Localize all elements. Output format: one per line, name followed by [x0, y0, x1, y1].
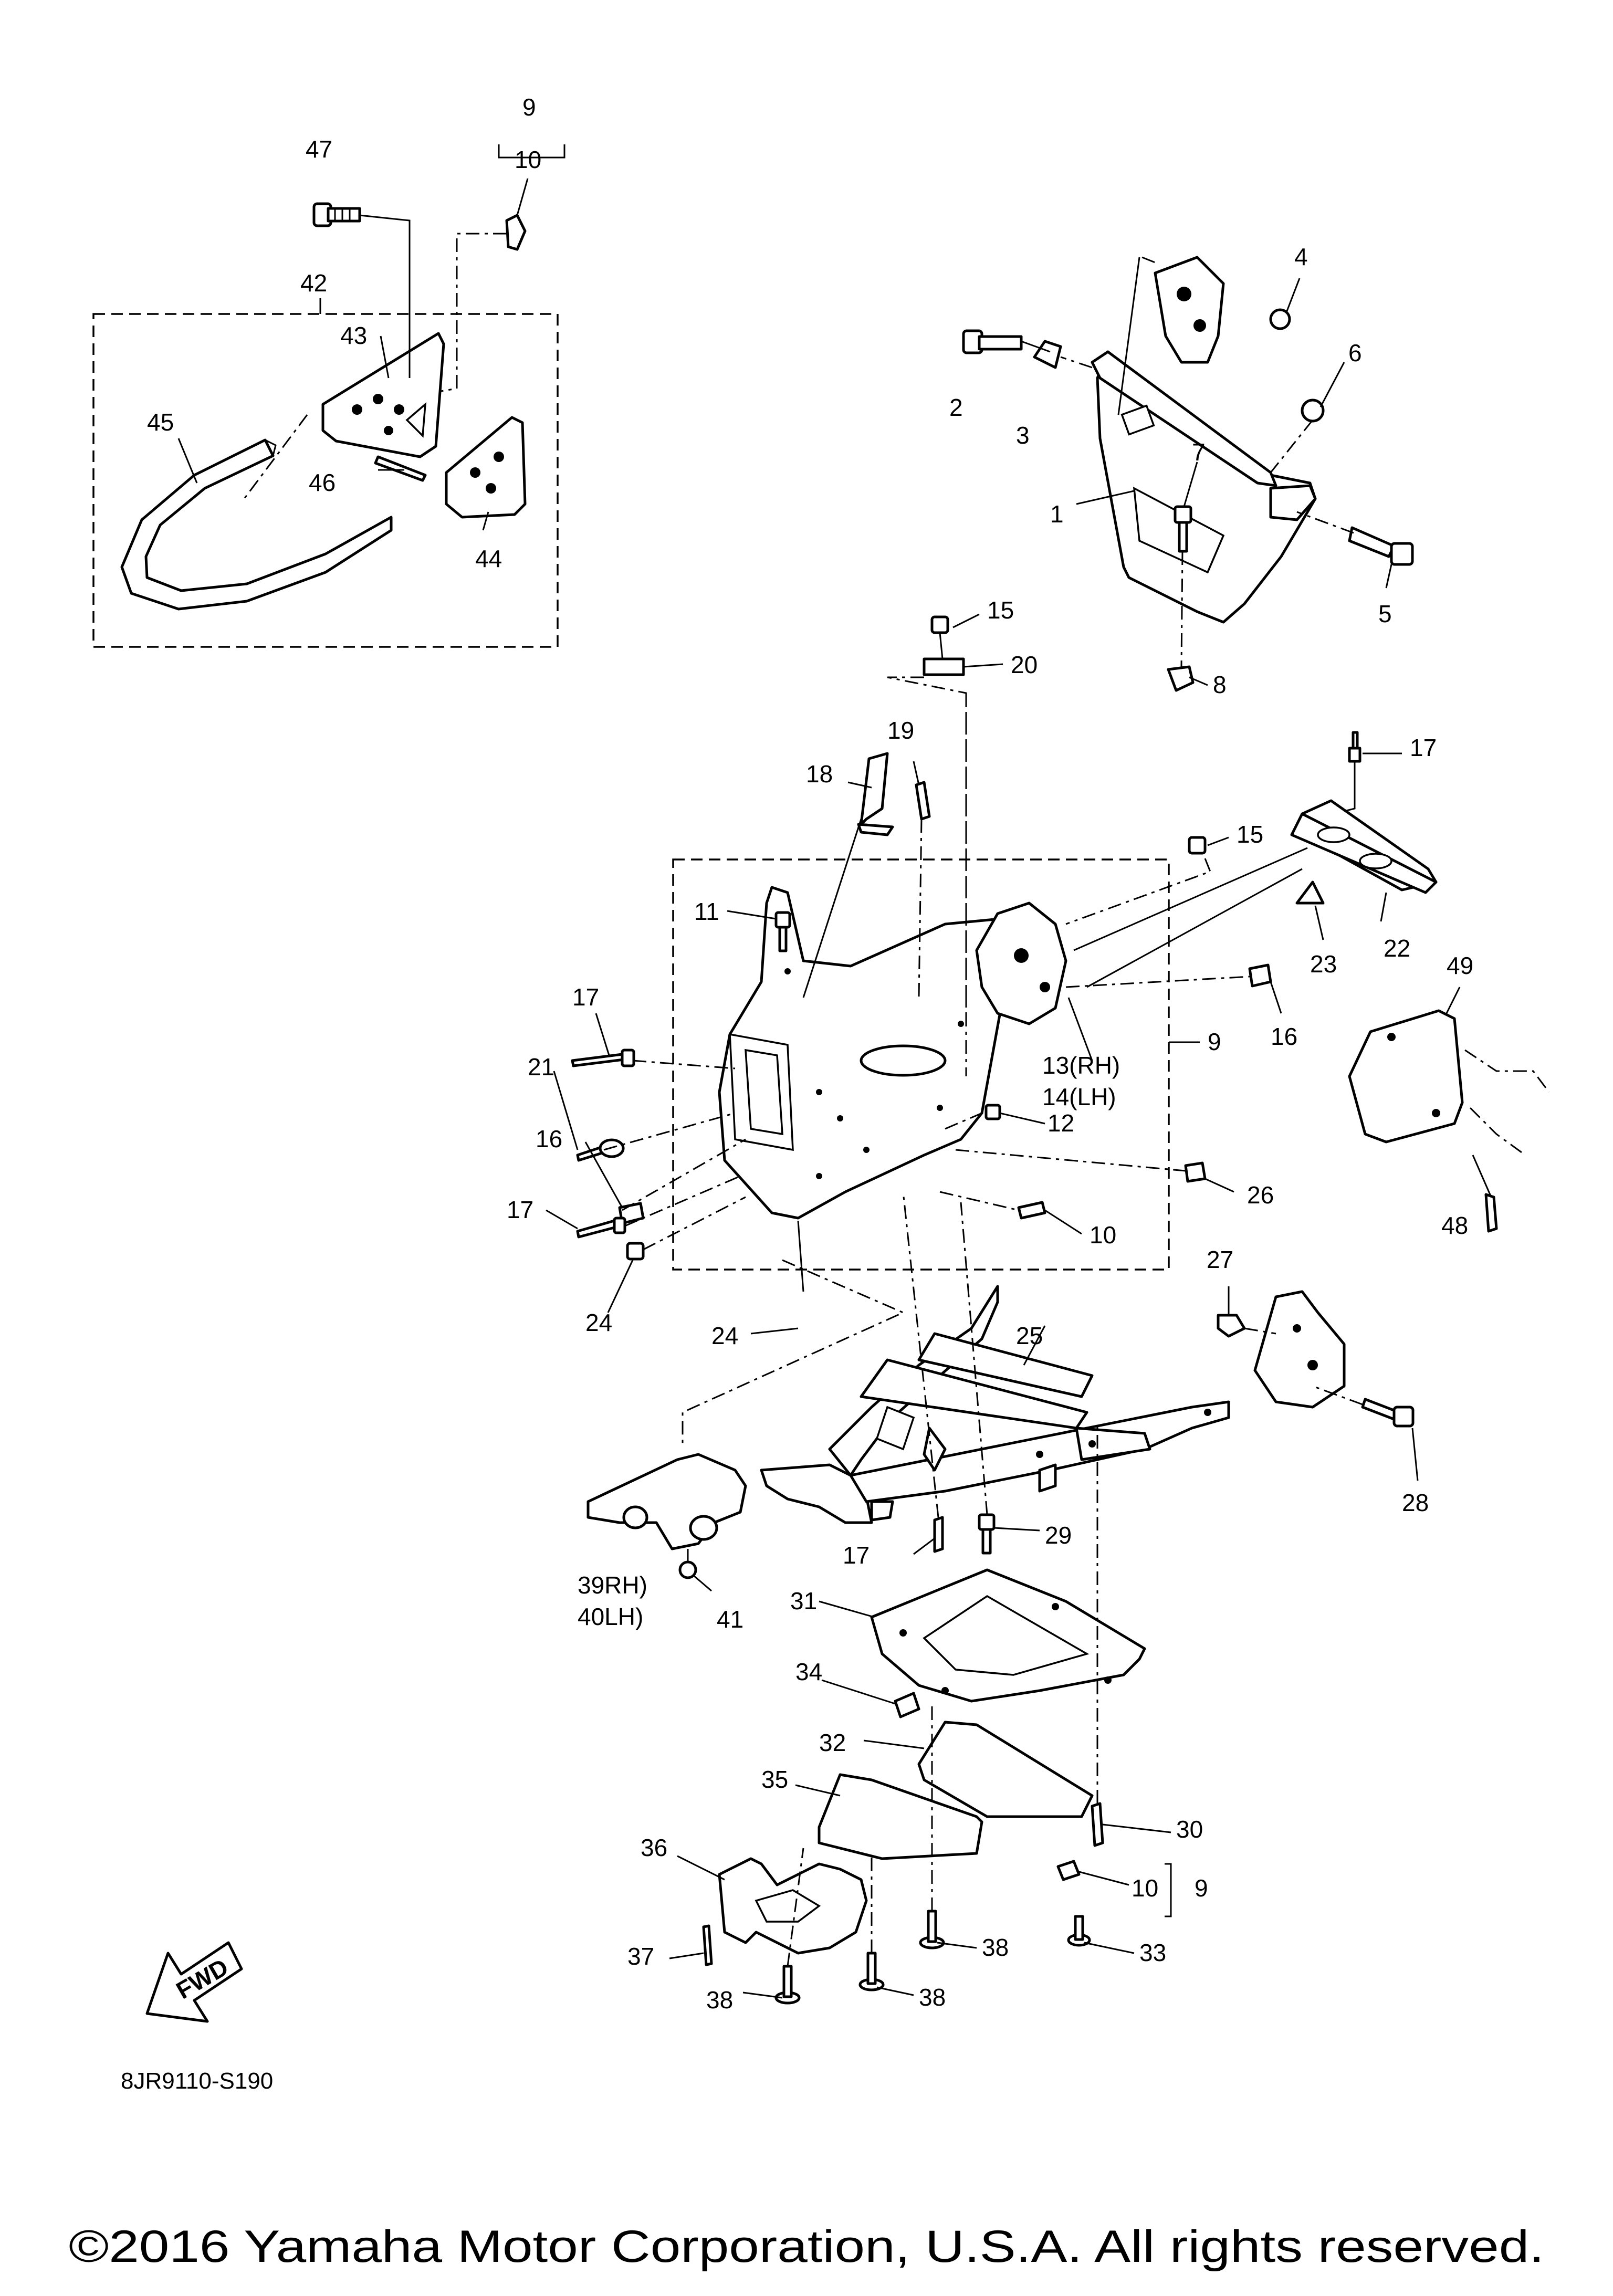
callout-17-lower-left: 17	[507, 1196, 533, 1223]
callout-3: 3	[1016, 422, 1030, 449]
drawing-code: 8JR9110-S190	[121, 2068, 273, 2094]
callout-16-left: 16	[536, 1125, 562, 1152]
callout-20: 20	[1011, 651, 1038, 678]
callout-49: 49	[1447, 952, 1473, 979]
callout-1: 1	[1050, 500, 1064, 528]
callout-5: 5	[1378, 600, 1392, 627]
callout-17-upper-left: 17	[572, 983, 599, 1011]
callout-39-rh: 39RH)	[578, 1571, 647, 1599]
lower-frame-assembly	[682, 1191, 1419, 1555]
callout-41: 41	[717, 1606, 743, 1633]
callout-labels: 1 2 3 4 5 6 7 8 9 10 11 12 13(RH) 14(LH)…	[147, 93, 1473, 2014]
callout-38-center: 38	[919, 1984, 946, 2011]
callout-10-center: 10	[1090, 1221, 1116, 1249]
callout-47: 47	[306, 135, 332, 163]
upper-center-parts	[802, 613, 1003, 1076]
callout-28: 28	[1402, 1489, 1429, 1516]
copyright-notice: ©2016 Yamaha Motor Corporation, U.S.A. A…	[69, 2221, 1544, 2272]
callout-6: 6	[1348, 339, 1362, 366]
callout-30: 30	[1176, 1816, 1203, 1843]
callout-22: 22	[1384, 935, 1410, 962]
callout-2: 2	[949, 394, 963, 421]
callout-48: 48	[1441, 1212, 1468, 1239]
callout-9-center: 9	[1208, 1028, 1221, 1055]
callout-8: 8	[1213, 671, 1227, 698]
group-box-42	[92, 313, 559, 648]
callout-36: 36	[641, 1834, 667, 1861]
callout-19: 19	[887, 717, 914, 744]
callout-15-upper: 15	[987, 596, 1014, 624]
bumper-assembly	[120, 144, 565, 611]
callout-9-top: 9	[522, 93, 536, 121]
callout-46: 46	[309, 469, 336, 496]
callout-23: 23	[1310, 950, 1337, 978]
front-frame-assembly	[546, 886, 1282, 1335]
callout-12: 12	[1048, 1109, 1074, 1137]
callout-31: 31	[790, 1587, 817, 1614]
callout-40-lh: 40LH)	[578, 1603, 643, 1630]
callout-27: 27	[1207, 1246, 1233, 1273]
callout-29: 29	[1045, 1522, 1072, 1549]
callout-37: 37	[627, 1943, 654, 1970]
callout-35: 35	[761, 1766, 788, 1793]
right-cover-parts	[1348, 987, 1550, 1233]
callout-10-top: 10	[515, 146, 541, 173]
callout-45: 45	[147, 408, 174, 436]
skid-plate-assembly	[669, 1423, 1172, 2005]
fwd-arrow-icon: FWD	[145, 1941, 243, 2023]
callout-14-lh: 14(LH)	[1042, 1083, 1116, 1110]
callout-26: 26	[1247, 1181, 1274, 1209]
callout-33: 33	[1139, 1939, 1166, 1966]
right-plate-parts	[1065, 731, 1438, 988]
left-mount-assembly	[586, 1453, 747, 1592]
callout-42: 42	[300, 269, 327, 297]
callout-32: 32	[819, 1729, 846, 1756]
callout-16-right: 16	[1271, 1023, 1297, 1050]
callout-7: 7	[1192, 438, 1206, 466]
callout-24-left: 24	[585, 1309, 612, 1336]
callout-15-right: 15	[1237, 821, 1263, 848]
callout-18: 18	[806, 760, 833, 788]
callout-17-right: 17	[1410, 734, 1437, 761]
callout-21: 21	[528, 1053, 554, 1081]
callout-38-right: 38	[982, 1934, 1009, 1961]
group-box-9	[672, 858, 1170, 1271]
callout-9-bottom: 9	[1195, 1874, 1208, 1902]
callout-24-center: 24	[711, 1322, 738, 1349]
callout-17-bottom: 17	[843, 1542, 870, 1569]
callout-10-bottom: 10	[1132, 1874, 1158, 1902]
callout-38-left: 38	[706, 1986, 733, 2014]
callout-11: 11	[694, 898, 719, 925]
front-guard-assembly	[962, 256, 1414, 692]
callout-44: 44	[475, 545, 502, 572]
callout-34: 34	[795, 1658, 822, 1685]
callout-13-rh: 13(RH)	[1042, 1052, 1120, 1079]
callout-4: 4	[1294, 243, 1308, 270]
callout-43: 43	[340, 322, 367, 349]
callout-25: 25	[1016, 1322, 1043, 1349]
